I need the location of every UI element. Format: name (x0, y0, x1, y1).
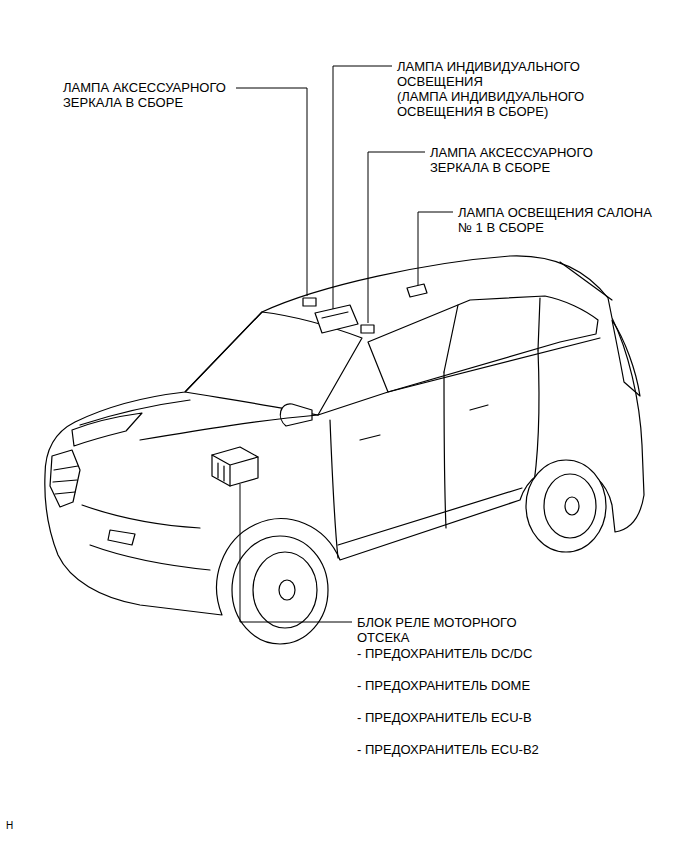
label-line: ЗЕРКАЛА В СБОРЕ (430, 160, 593, 175)
side-mirror (280, 404, 312, 426)
rear-spoiler (560, 262, 612, 300)
part-label: ЛАМПА ИНДИВИДУАЛЬНОГО ОСВЕЩЕНИЯ (ЛАМПА И… (397, 59, 584, 119)
label-line: ЗЕРКАЛА В СБОРЕ (63, 95, 226, 110)
hood-crease (140, 415, 318, 440)
fuse-label: - ПРЕДОХРАНИТЕЛЬ ECU-B (357, 710, 532, 725)
fog-lamp (108, 530, 135, 545)
front-rim (253, 552, 317, 628)
car-body (45, 256, 644, 615)
leader-line (333, 66, 392, 309)
personal-lamp (315, 305, 358, 333)
grille (50, 450, 80, 507)
leader-line (236, 88, 307, 296)
label-line: ЛАМПА ИНДИВИДУАЛЬНОГО (397, 59, 584, 74)
relay-block (212, 447, 258, 486)
door-handle (360, 435, 380, 440)
room-lamp (407, 284, 427, 297)
label-line: ЛАМПА АКСЕССУАРНОГО (63, 80, 226, 95)
door-line (444, 372, 446, 528)
fuse-label: - ПРЕДОХРАНИТЕЛЬ DC/DC (357, 646, 532, 661)
front-hub (279, 580, 295, 600)
door-line (330, 420, 338, 558)
label-line: ОТСЕКА (357, 630, 517, 645)
front-tire (232, 536, 328, 644)
label-line: - ПРЕДОХРАНИТЕЛЬ ECU-B2 (357, 742, 539, 757)
personal-lamp-detail (322, 312, 348, 318)
b-pillar (444, 305, 458, 372)
figure-code: H (6, 818, 13, 833)
rear-rim (544, 474, 596, 538)
part-label: ЛАМПА АКСЕССУАРНОГО ЗЕРКАЛА В СБОРЕ (430, 145, 593, 175)
label-line: БЛОК РЕЛЕ МОТОРНОГО (357, 615, 517, 630)
rear-hub (565, 497, 579, 515)
label-line: ОСВЕЩЕНИЯ (397, 74, 584, 89)
label-line: - ПРЕДОХРАНИТЕЛЬ DC/DC (357, 646, 532, 661)
label-line: ЛАМПА АКСЕССУАРНОГО (430, 145, 593, 160)
c-pillar (538, 298, 540, 350)
taillight (612, 320, 640, 396)
headlight (72, 413, 142, 446)
part-label: ЛАМПА АКСЕССУАРНОГО ЗЕРКАЛА В СБОРЕ (63, 80, 226, 110)
sill-line (338, 488, 522, 545)
label-line: ОСВЕЩЕНИЯ В СБОРЕ) (397, 104, 584, 119)
leader-line (368, 152, 425, 323)
label-line: (ЛАМПА ИНДИВИДУАЛЬНОГО (397, 89, 584, 104)
rear-tire (526, 460, 606, 552)
label-line: H (6, 818, 13, 833)
part-label: БЛОК РЕЛЕ МОТОРНОГО ОТСЕКА (357, 615, 517, 645)
door-handle (470, 405, 488, 410)
front-bumper (82, 505, 210, 570)
leader-line (418, 212, 453, 285)
grille-bars (53, 466, 78, 494)
mirror-lamp (303, 298, 316, 306)
label-line: ЛАМПА ОСВЕЩЕНИЯ САЛОНА (458, 205, 652, 220)
leader-line (240, 484, 352, 622)
fuse-label: - ПРЕДОХРАНИТЕЛЬ ECU-B2 (357, 742, 539, 757)
label-line: - ПРЕДОХРАНИТЕЛЬ DOME (357, 678, 530, 693)
label-line: № 1 В СБОРЕ (458, 220, 652, 235)
relay-block-detail (212, 455, 258, 486)
side-windows (368, 296, 598, 392)
part-label: ЛАМПА ОСВЕЩЕНИЯ САЛОНА № 1 В СБОРЕ (458, 205, 652, 235)
mirror-lamp (361, 325, 374, 333)
beltline (318, 338, 600, 415)
fuse-label: - ПРЕДОХРАНИТЕЛЬ DOME (357, 678, 530, 693)
label-line: - ПРЕДОХРАНИТЕЛЬ ECU-B (357, 710, 532, 725)
